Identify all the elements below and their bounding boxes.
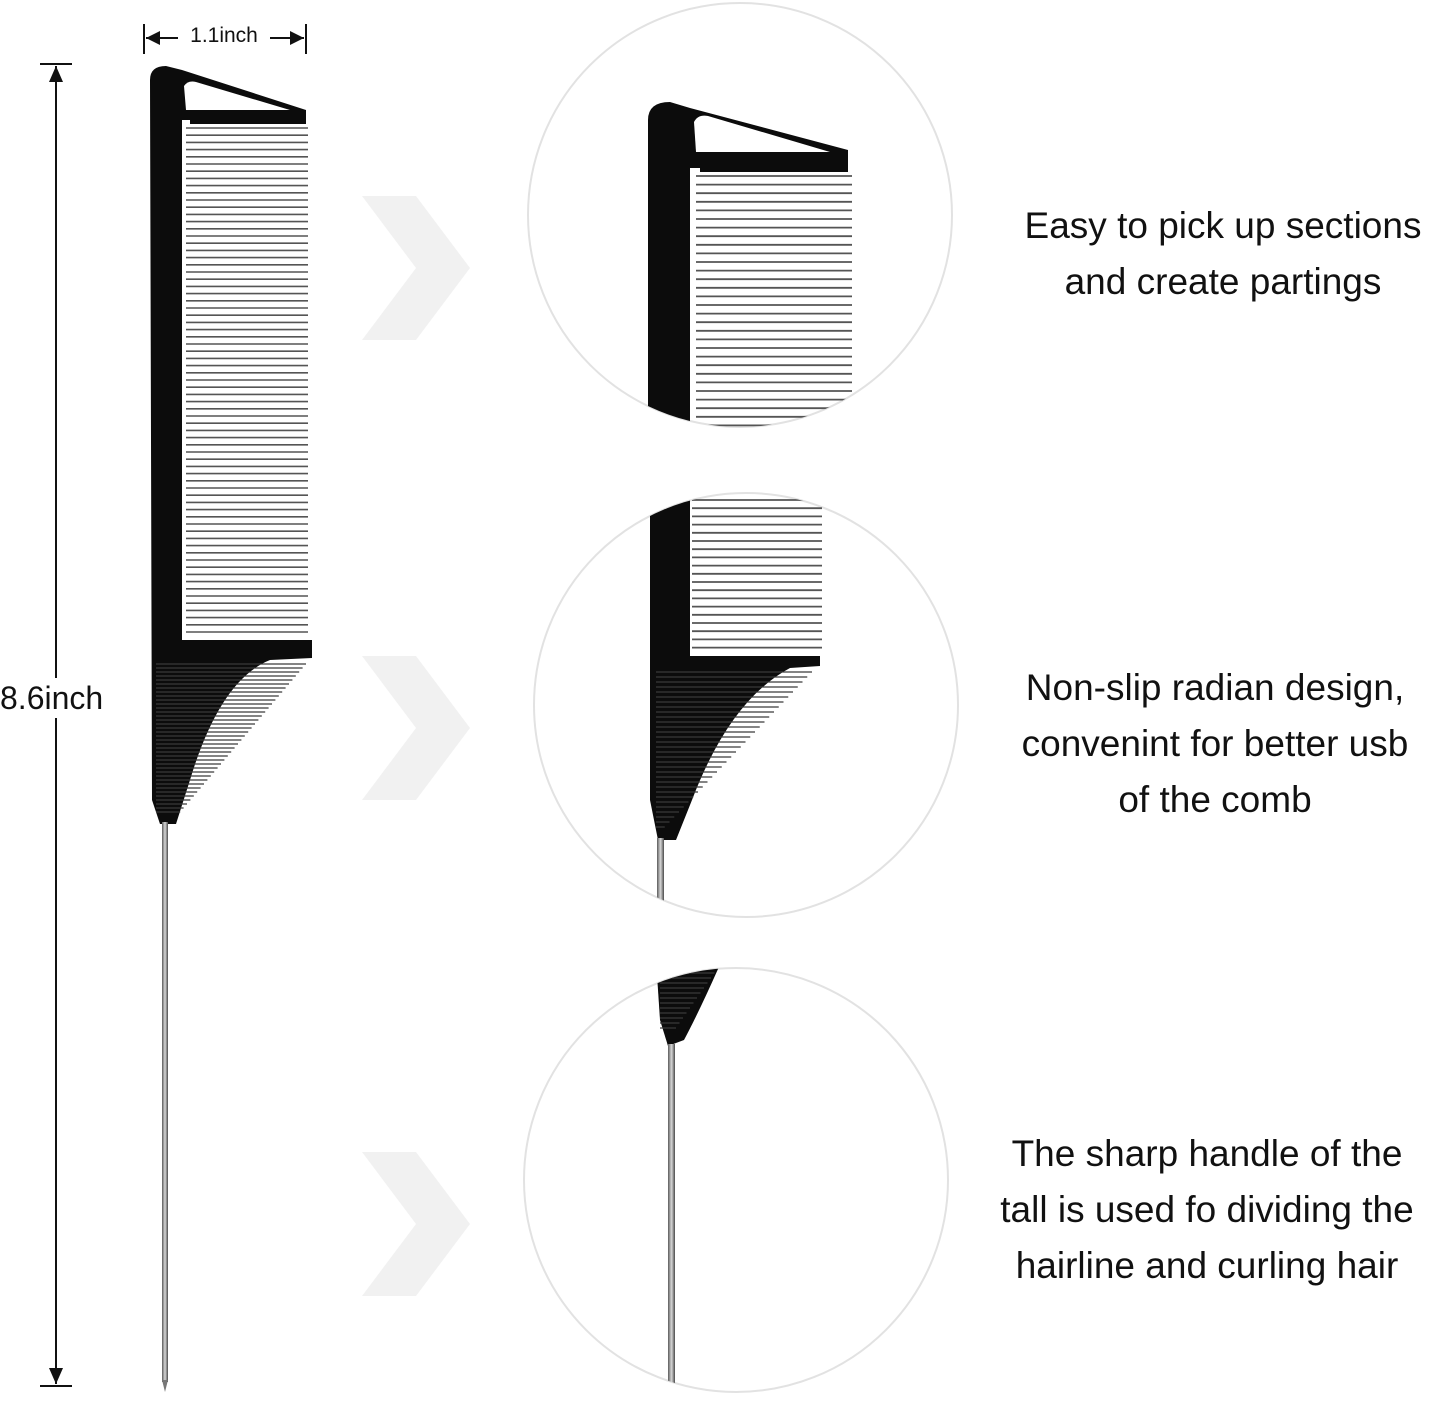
feature-sharp-handle-text: The sharp handle of the tall is used fo …	[976, 1126, 1438, 1294]
feature-line: and create partings	[1064, 261, 1382, 302]
feature-line: The sharp handle of the	[1011, 1133, 1403, 1174]
height-label: 8.6inch	[0, 678, 118, 718]
feature-line: Easy to pick up sections	[1024, 205, 1422, 246]
magnifier-circle	[533, 492, 959, 918]
feature-non-slip-text: Non-slip radian design, convenint for be…	[992, 660, 1438, 828]
feature-line: hairline and curling hair	[1015, 1245, 1399, 1286]
feature-sections-text: Easy to pick up sections and create part…	[1008, 198, 1438, 310]
feature-line: of the comb	[1118, 779, 1312, 820]
feature-line: convenint for better usb	[1021, 723, 1409, 764]
chevron-right-icon	[362, 1152, 470, 1296]
chevron-right-icon	[362, 656, 470, 800]
magnifier-circle	[527, 2, 953, 428]
feature-line: Non-slip radian design,	[1025, 667, 1405, 708]
comb-icon	[150, 66, 312, 1392]
chevron-right-icon	[362, 196, 470, 340]
feature-line: tall is used fo dividing the	[1000, 1189, 1414, 1230]
height-dimension	[40, 63, 72, 1387]
magnifier-circle	[523, 967, 949, 1393]
width-label: 1.1inch	[178, 22, 270, 50]
